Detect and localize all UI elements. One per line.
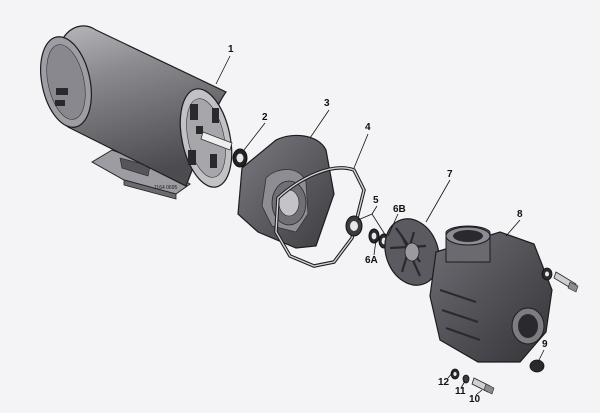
bolt-washer-set [450, 368, 495, 395]
callout-5: 5 [373, 195, 379, 206]
callout-4: 4 [365, 122, 371, 133]
callout-6b: 6B [393, 204, 406, 215]
gasket [274, 166, 366, 268]
callout-1: 1 [228, 44, 234, 55]
callout-9: 9 [542, 339, 548, 350]
callout-8: 8 [517, 209, 523, 220]
motor-part-code: 1164 0695 [154, 185, 178, 191]
callout-10: 10 [469, 394, 481, 405]
seal-assembly [345, 215, 390, 249]
shaft-washer [232, 148, 248, 168]
pump-body [429, 225, 553, 363]
callout-11: 11 [455, 386, 466, 397]
callout-7: 7 [447, 169, 453, 180]
callout-6a: 6A [365, 255, 378, 266]
seal-plate [237, 134, 335, 249]
callout-12: 12 [438, 377, 450, 388]
callout-leader-lines [215, 55, 545, 396]
callout-3: 3 [324, 98, 330, 109]
impeller [384, 218, 440, 286]
callout-2: 2 [262, 112, 268, 123]
motor [40, 25, 233, 200]
drain-plug [529, 359, 545, 373]
body-bolt [541, 267, 579, 293]
